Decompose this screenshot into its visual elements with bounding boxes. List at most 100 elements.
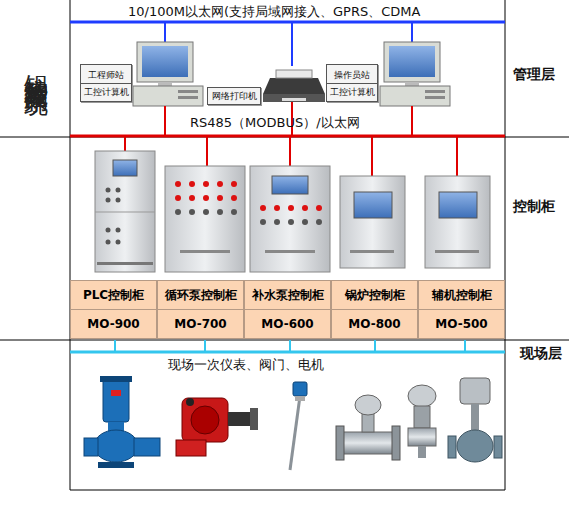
burner-picture [176,398,258,456]
node-text: 操作员站 [327,67,377,83]
cabinet-name-cell: 辅机控制柜 [418,280,505,310]
operator-computer-part [384,42,440,82]
burner-picture-part [182,398,228,442]
makeup-pump-cabinet-part [250,166,330,272]
temperature-probe-picture [290,382,307,470]
circulation-pump-cabinet-part [203,209,209,215]
boiler-cabinet [340,176,405,268]
makeup-pump-cabinet-part [260,205,266,211]
control-valve-picture-part [457,430,493,462]
plc-cabinet-part [97,262,153,265]
node-text: 补水泵控制柜 [252,287,324,304]
circulation-pump-cabinet-part [217,209,223,215]
plc-cabinet-part [116,188,121,193]
ethernet-bus-part [411,22,413,42]
station-plate: 操作员站工控计算机 [326,64,378,102]
circulation-pump-cabinet-part [203,195,209,201]
cabinet-name-cell: 锅炉控制柜 [331,280,418,310]
operator-computer-part [411,106,413,137]
pump-picture-part [100,376,132,382]
temperature-probe-picture-part [293,382,307,396]
node-text: 辅机控制柜 [432,287,492,304]
circulation-pump-cabinet-part [217,181,223,187]
field-bus-part [464,340,466,352]
printer-plate: 网络打印机 [207,87,261,105]
field-label: 现场一次仪表、阀门、电机 [166,356,326,374]
plc-cabinet-part [106,240,111,245]
node-text: 网络打印机 [208,88,260,104]
layer-label: 管理层 [513,66,555,84]
circulation-pump-cabinet-part [231,209,237,215]
flowmeter-picture-part [336,426,344,460]
frame-lines-part [505,0,506,490]
model-number-cell: MO-900 [70,309,157,339]
node-text: MO-900 [87,317,139,331]
layer-label: 控制柜 [513,198,555,216]
circulation-pump-cabinet-part [175,195,181,201]
boiler-cabinet-part [350,250,394,253]
node-text: 工控计算机 [327,83,377,100]
rs485-bus-part [289,136,291,166]
plc-cabinet-part [113,160,137,176]
node-text: 工控计算机 [81,83,131,100]
network-printer-part [263,94,325,102]
pressure-transmitter-picture-part [408,428,436,446]
node-text: 锅炉控制柜 [345,287,405,304]
engineer-computer-part [178,96,198,99]
node-text: MO-600 [261,317,313,331]
makeup-pump-cabinet-part [265,250,315,253]
plc-cabinet-part [95,151,155,272]
rs485-bus-part [124,136,126,151]
engineer-computer-part [178,90,198,93]
node-text: MO-800 [348,317,400,331]
flowmeter-picture-part [392,426,400,460]
rs485-bus-part [456,136,458,176]
plc-cabinet [95,151,155,272]
control-valve-picture-part [471,404,479,430]
control-valve-picture-part [460,378,490,404]
engineer-computer-part [137,42,193,82]
makeup-pump-cabinet [250,166,330,272]
node-text: MO-500 [435,317,487,331]
burner-picture-part [186,398,194,406]
flowmeter-picture-part [340,432,396,454]
flowmeter-picture [336,395,400,460]
makeup-pump-cabinet-part [288,205,294,211]
control-valve-picture-part [494,436,502,458]
pump-picture-part [94,430,138,462]
rs485-bus-part [206,136,208,166]
makeup-pump-cabinet-part [316,205,322,211]
makeup-pump-cabinet-part [302,205,308,211]
pressure-transmitter-picture-part [408,385,436,407]
plc-cabinet-part [116,198,121,203]
circulation-pump-cabinet-part [180,250,230,253]
circulation-pump-cabinet-part [231,195,237,201]
pump-picture [84,376,160,468]
node-text: PLC控制柜 [83,287,144,304]
makeup-pump-cabinet-part [272,176,308,194]
auxiliary-cabinet-part [435,250,479,253]
ethernet-bus-part [164,22,166,42]
pump-picture-part [103,378,129,422]
pressure-transmitter-picture-part [414,406,430,428]
operator-computer-part [380,86,450,106]
field-bus-part [204,340,206,352]
ethernet-bus-part [70,21,505,24]
frame-lines-part [0,137,569,138]
burner-picture-part [191,406,219,434]
pressure-transmitter-picture-part [418,446,426,458]
engineer-computer-part [142,46,188,77]
circulation-pump-cabinet-part [175,209,181,215]
makeup-pump-cabinet-part [274,205,280,211]
plc-cabinet-part [116,228,121,233]
plc-cabinet-part [116,240,121,245]
network-label: 10/100M以太网(支持局域网接入、GPRS、CDMA [128,3,420,21]
network-printer-part [282,98,306,101]
rs485-bus-part [70,135,505,138]
control-valve-picture [448,378,502,462]
makeup-pump-cabinet-part [260,219,266,225]
node-text: MO-700 [174,317,226,331]
cabinet-name-cell: 补水泵控制柜 [244,280,331,310]
auxiliary-cabinet [425,176,490,268]
